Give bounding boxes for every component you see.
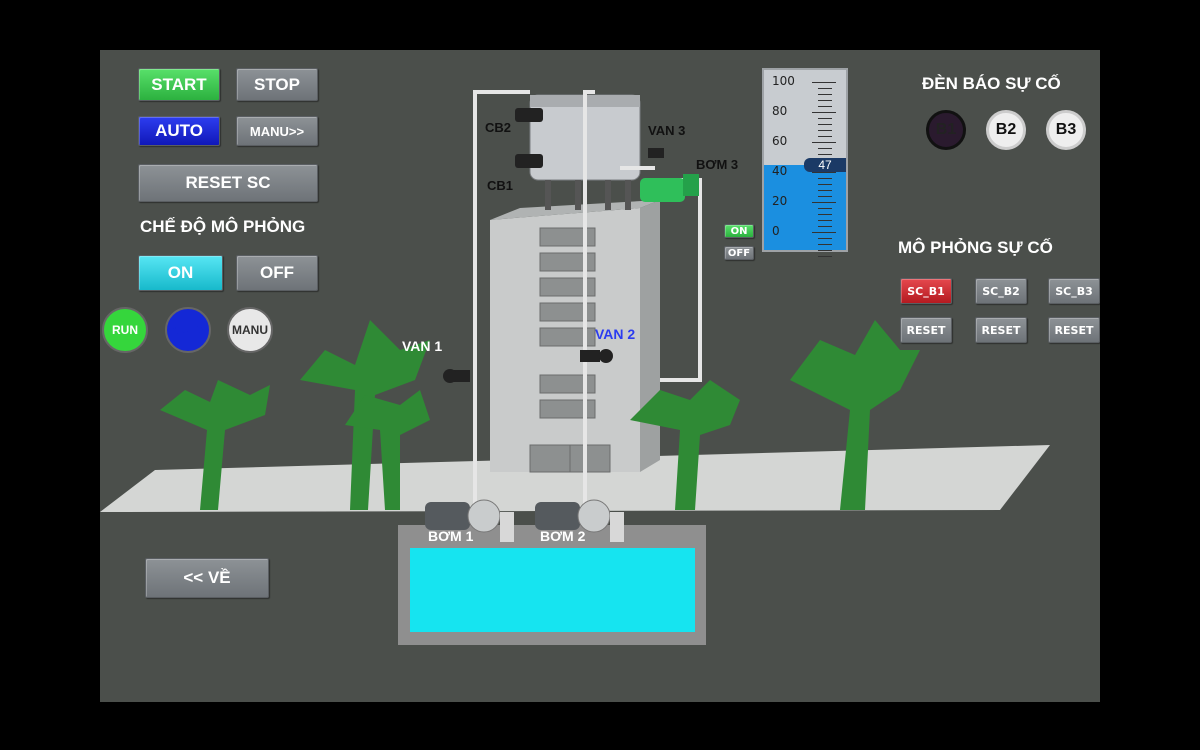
bom1-label: BƠM 1 <box>428 528 474 544</box>
fault-reset-button[interactable]: RESET <box>900 317 952 343</box>
trees <box>160 320 920 510</box>
van1-label: VAN 1 <box>402 338 443 354</box>
valve-3 <box>648 148 664 158</box>
gauge-tick-mark <box>818 250 832 251</box>
fault-button-sc_b3[interactable]: SC_B3 <box>1048 278 1100 304</box>
cb2-breaker <box>515 108 543 122</box>
back-button[interactable]: << VỀ <box>145 558 269 598</box>
reset-sc-button[interactable]: RESET SC <box>138 164 318 202</box>
gauge-tick-mark <box>812 172 836 173</box>
gauge-tick-mark <box>818 124 832 125</box>
cb2-label: CB2 <box>485 120 512 135</box>
bom3-label: BƠM 3 <box>696 157 739 172</box>
gauge-tick-mark <box>818 148 832 149</box>
gauge-tick-mark <box>818 100 832 101</box>
van3-label: VAN 3 <box>648 123 686 138</box>
gauge-tick-mark <box>812 232 836 233</box>
gauge-tick-mark <box>812 142 836 143</box>
pump-1 <box>425 499 514 542</box>
alarm-title: ĐÈN BÁO SỰ CỐ <box>922 74 1061 93</box>
gauge-tick-mark <box>818 214 832 215</box>
gauge-tick-mark <box>818 244 832 245</box>
cb1-label: CB1 <box>487 178 514 193</box>
gauge-fill <box>764 165 846 250</box>
gauge-tick-label: 80 <box>772 104 788 118</box>
gauge-tick-mark <box>818 106 832 107</box>
alarm-lamp-b2: B2 <box>986 110 1026 150</box>
alarm-lamp-b3: B3 <box>1046 110 1086 150</box>
gauge-tick-mark <box>818 220 832 221</box>
pump-2 <box>535 499 624 542</box>
fault-button-sc_b1[interactable]: SC_B1 <box>900 278 952 304</box>
gauge-level-value: 47 <box>804 157 846 172</box>
gauge-tick-mark <box>818 88 832 89</box>
valve-2 <box>580 349 613 363</box>
status-lamp-run: RUN <box>102 307 148 353</box>
fault-reset-button[interactable]: RESET <box>1048 317 1100 343</box>
manu-button[interactable]: MANU>> <box>236 116 318 146</box>
gauge-tick-label: 20 <box>772 194 788 208</box>
water-pit <box>410 548 695 632</box>
building-side <box>640 200 660 472</box>
van2-label: VAN 2 <box>595 326 636 342</box>
scada-screen: START STOP AUTO MANU>> RESET SC CHẾ ĐỘ M… <box>100 50 1100 702</box>
tank-legs <box>545 180 631 210</box>
tank-level-gauge: 100 80 60 40 20 0 47 <box>762 68 848 257</box>
status-lamp-manu: MANU <box>227 307 273 353</box>
pump-3 <box>640 174 699 202</box>
gauge-tick-mark <box>818 226 832 227</box>
gauge-tick-label: 0 <box>772 224 780 238</box>
gauge-tick-mark <box>818 238 832 239</box>
gauge-tick-label: 100 <box>772 74 795 88</box>
gauge-tick-mark <box>818 136 832 137</box>
gauge-tick-mark <box>818 184 832 185</box>
gauge-tick-mark <box>818 190 832 191</box>
gauge-tick-mark <box>818 256 832 257</box>
valve-on-button[interactable]: ON <box>724 224 754 238</box>
gauge-tick-label: 60 <box>772 134 788 148</box>
status-lamp-auto: AUTO <box>165 307 211 353</box>
fault-sim-title: MÔ PHỎNG SỰ CỐ <box>898 238 1053 257</box>
scene-graphics <box>100 90 1050 645</box>
sim-on-button[interactable]: ON <box>138 255 223 291</box>
valve-1 <box>443 369 470 383</box>
fault-reset-button[interactable]: RESET <box>975 317 1027 343</box>
bom2-label: BƠM 2 <box>540 528 586 544</box>
sim-mode-title: CHẾ ĐỘ MÔ PHỎNG <box>140 217 306 236</box>
gauge-tick-mark <box>818 196 832 197</box>
gauge-tick-mark <box>812 202 836 203</box>
stop-button[interactable]: STOP <box>236 68 318 101</box>
sim-off-button[interactable]: OFF <box>236 255 318 291</box>
ground-slab <box>100 445 1050 512</box>
gauge-tick-mark <box>818 208 832 209</box>
gauge-tick-mark <box>812 82 836 83</box>
gauge-tick-mark <box>818 94 832 95</box>
gauge-tick-mark <box>818 178 832 179</box>
building-windows <box>529 227 611 473</box>
gauge-tick-mark <box>818 130 832 131</box>
gauge-tick-mark <box>818 118 832 119</box>
valve-off-button[interactable]: OFF <box>724 246 754 260</box>
auto-button[interactable]: AUTO <box>138 116 220 146</box>
cb1-breaker <box>515 154 543 168</box>
gauge-tick-mark <box>812 112 836 113</box>
start-button[interactable]: START <box>138 68 220 101</box>
fault-button-sc_b2[interactable]: SC_B2 <box>975 278 1027 304</box>
alarm-lamp-b1: B1 <box>926 110 966 150</box>
gauge-tick-label: 40 <box>772 164 788 178</box>
gauge-tick-mark <box>818 154 832 155</box>
